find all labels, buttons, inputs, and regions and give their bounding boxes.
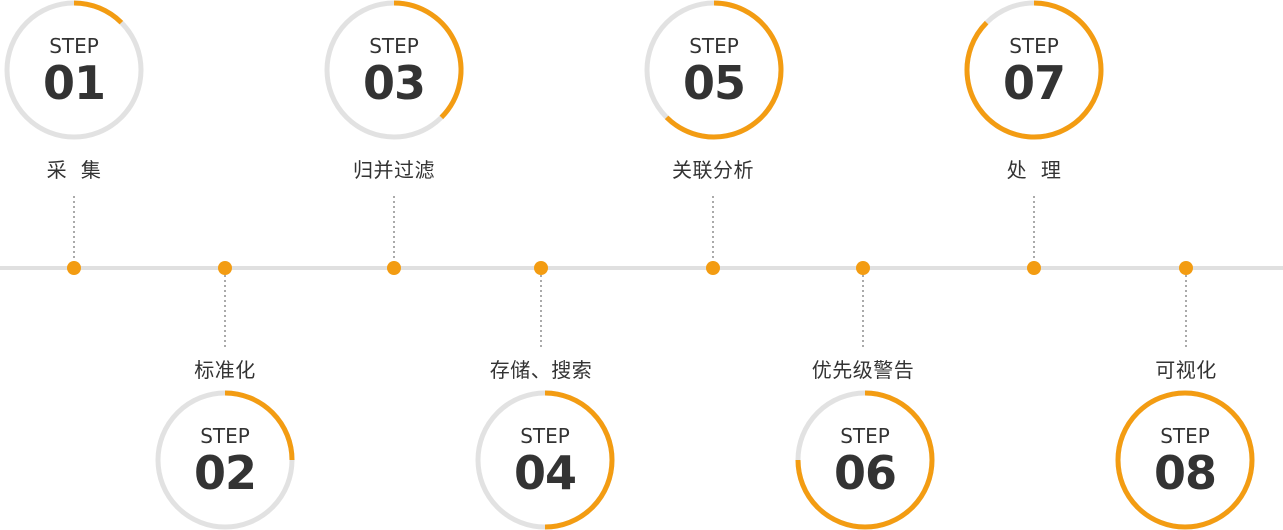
progress-ring-arc	[393, 0, 464, 120]
progress-ring-arc	[1115, 390, 1255, 530]
timeline-dot	[1027, 261, 1041, 275]
step-word: STEP	[200, 424, 250, 448]
step-label: 标准化	[194, 358, 256, 382]
step-label: 归并过滤	[353, 158, 435, 182]
timeline-dot	[856, 261, 870, 275]
progress-ring-arc	[73, 0, 124, 25]
timeline-dot	[387, 261, 401, 275]
step-word: STEP	[369, 34, 419, 58]
progress-ring-arc	[224, 390, 295, 461]
step-number: 01	[42, 56, 106, 110]
step-number: 05	[682, 56, 746, 110]
step-label: 采 集	[46, 158, 102, 182]
step-number: 08	[1153, 446, 1217, 500]
step-label: 关联分析	[672, 158, 754, 182]
step-number: 06	[833, 446, 897, 500]
step-word: STEP	[520, 424, 570, 448]
timeline-dot	[67, 261, 81, 275]
step-number: 07	[1002, 56, 1066, 110]
step-label: 处 理	[1006, 158, 1062, 182]
step-number: 03	[362, 56, 426, 110]
step-word: STEP	[1009, 34, 1059, 58]
progress-ring-arc	[795, 390, 935, 530]
progress-ring-arc	[544, 390, 615, 530]
step-label: 存储、搜索	[489, 358, 593, 382]
timeline-dot	[706, 261, 720, 275]
step-word: STEP	[49, 34, 99, 58]
timeline-dot	[1179, 261, 1193, 275]
progress-ring-arc	[664, 0, 784, 140]
step-number: 04	[513, 446, 577, 500]
step-number: 02	[193, 446, 257, 500]
step-label: 优先级警告	[811, 358, 915, 382]
timeline-dot	[534, 261, 548, 275]
progress-ring-arc	[964, 0, 1104, 140]
step-word: STEP	[840, 424, 890, 448]
timeline-dot	[218, 261, 232, 275]
step-word: STEP	[1160, 424, 1210, 448]
step-label: 可视化	[1155, 358, 1217, 382]
step-word: STEP	[689, 34, 739, 58]
